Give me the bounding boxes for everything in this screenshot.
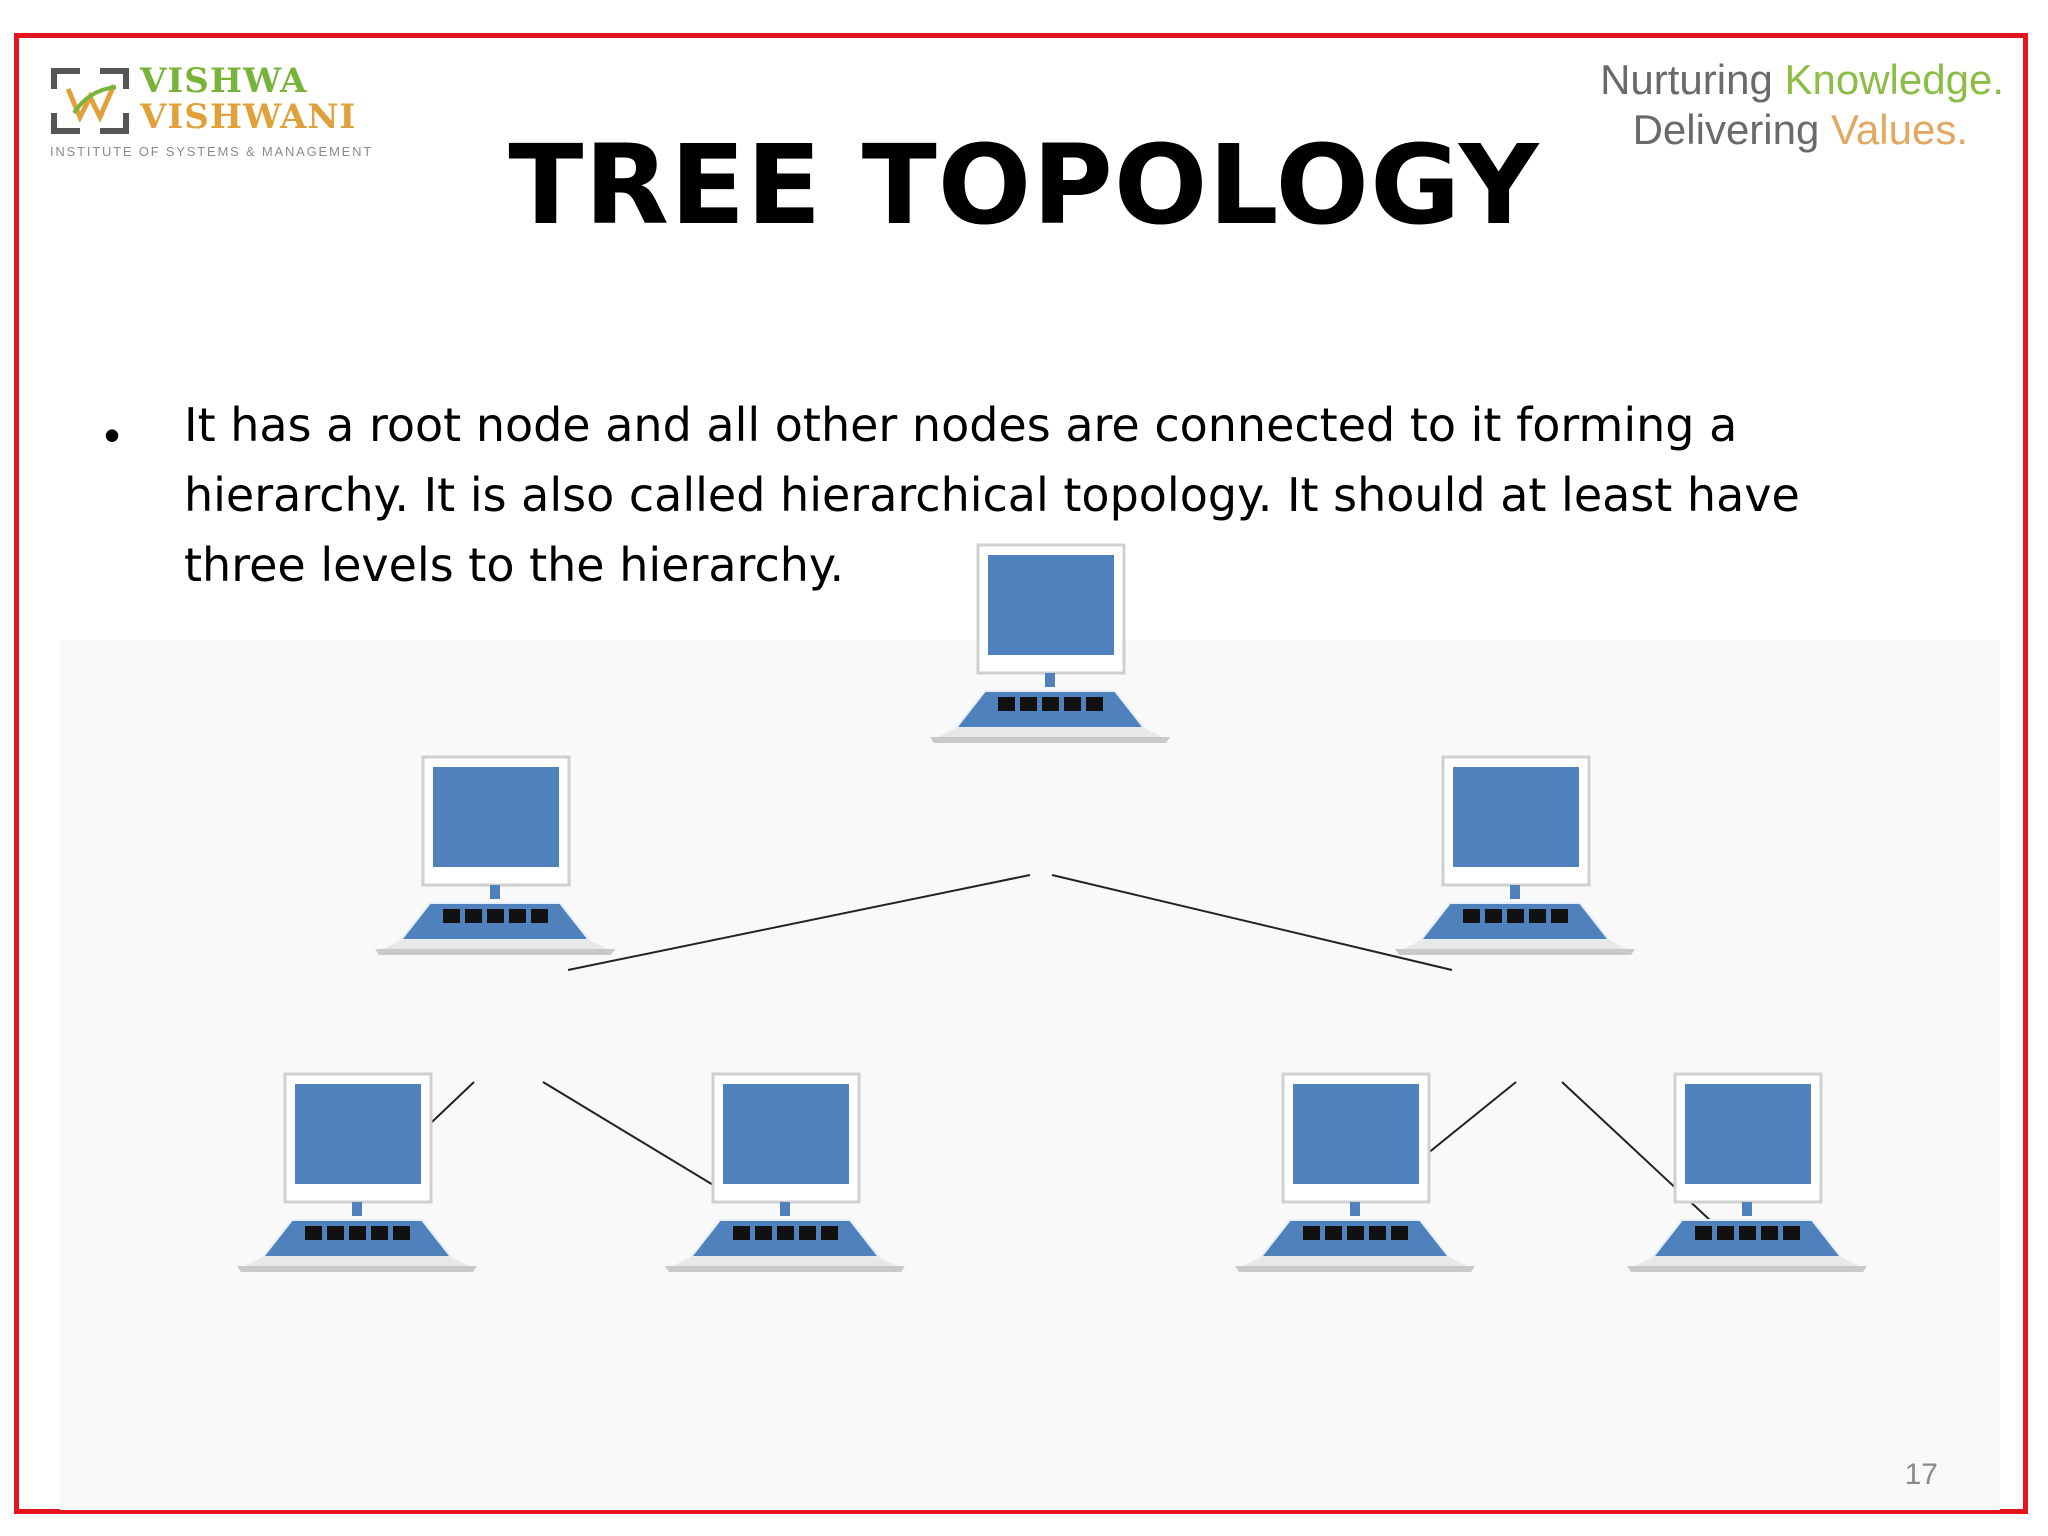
- port-icon: [1717, 1226, 1734, 1240]
- port-icon: [1347, 1226, 1364, 1240]
- monitor-screen: [433, 767, 559, 867]
- computer-node-leaf-4: [1627, 1072, 1867, 1272]
- base-rim: [1243, 1257, 1467, 1266]
- base-rim: [1403, 940, 1627, 949]
- port-icon: [1783, 1226, 1800, 1240]
- base-shadow: [665, 1266, 905, 1272]
- port-icon: [1551, 909, 1568, 923]
- computer-node-right-hub: [1395, 755, 1635, 955]
- base-rim: [245, 1257, 469, 1266]
- monitor-neck: [1510, 885, 1520, 899]
- logo-text-line2: VISHWANI: [140, 97, 357, 137]
- computer-node-leaf-1: [237, 1072, 477, 1272]
- port-icon: [821, 1226, 838, 1240]
- institute-logo: VISHWA VISHWANI INSTITUTE OF SYSTEMS & M…: [50, 61, 374, 159]
- port-icon: [509, 909, 526, 923]
- port-icon: [393, 1226, 410, 1240]
- port-icon: [443, 909, 460, 923]
- port-icon: [998, 697, 1015, 711]
- tagline-line1: Nurturing Knowledge.: [1600, 55, 2004, 105]
- port-icon: [327, 1226, 344, 1240]
- tagline-line2: Delivering Values.: [1600, 105, 1968, 155]
- port-icon: [1739, 1226, 1756, 1240]
- logo-text-line1: VISHWA: [140, 61, 308, 101]
- tagline-delivering: Delivering: [1632, 106, 1820, 153]
- port-icon: [1391, 1226, 1408, 1240]
- port-icon: [305, 1226, 322, 1240]
- tagline-nurturing: Nurturing: [1600, 56, 1773, 103]
- link-root-to-right-hub: [1051, 874, 1453, 971]
- base-shadow: [1395, 949, 1635, 955]
- port-icon: [1507, 909, 1524, 923]
- computer-node-leaf-2: [665, 1072, 905, 1272]
- port-icon: [1325, 1226, 1342, 1240]
- monitor-screen: [295, 1084, 421, 1184]
- slide-title: TREE TOPOLOGY: [508, 121, 1540, 249]
- port-icon: [777, 1226, 794, 1240]
- monitor-neck: [1350, 1202, 1360, 1216]
- monitor-neck: [352, 1202, 362, 1216]
- port-icon: [465, 909, 482, 923]
- base-rim: [938, 728, 1162, 737]
- port-icon: [1695, 1226, 1712, 1240]
- port-icon: [1369, 1226, 1386, 1240]
- base-shadow: [930, 737, 1170, 743]
- monitor-screen: [988, 555, 1114, 655]
- monitor-screen: [1293, 1084, 1419, 1184]
- monitor-neck: [780, 1202, 790, 1216]
- port-icon: [349, 1226, 366, 1240]
- port-icon: [531, 909, 548, 923]
- monitor-screen: [723, 1084, 849, 1184]
- port-icon: [371, 1226, 388, 1240]
- base-shadow: [375, 949, 615, 955]
- base-rim: [673, 1257, 897, 1266]
- port-icon: [1020, 697, 1037, 711]
- port-icon: [1761, 1226, 1778, 1240]
- port-icon: [1485, 909, 1502, 923]
- monitor-screen: [1453, 767, 1579, 867]
- page-number: 17: [1904, 1458, 1938, 1491]
- computer-node-left-hub: [375, 755, 615, 955]
- monitor-neck: [490, 885, 500, 899]
- port-icon: [1463, 909, 1480, 923]
- port-icon: [487, 909, 504, 923]
- tagline-values: Values.: [1831, 106, 1968, 153]
- port-icon: [1303, 1226, 1320, 1240]
- tagline-knowledge: Knowledge.: [1784, 56, 2005, 103]
- base-rim: [1635, 1257, 1859, 1266]
- port-icon: [733, 1226, 750, 1240]
- monitor-neck: [1045, 673, 1055, 687]
- port-icon: [1064, 697, 1081, 711]
- base-rim: [383, 940, 607, 949]
- computer-node-root: [930, 543, 1170, 743]
- diagram-nodes: [237, 543, 1867, 1272]
- link-left-hub-to-leaf-2: [542, 1081, 739, 1201]
- logo-mark-icon: [51, 68, 129, 134]
- base-shadow: [237, 1266, 477, 1272]
- logo-subtitle: INSTITUTE OF SYSTEMS & MANAGEMENT: [50, 144, 374, 159]
- port-icon: [799, 1226, 816, 1240]
- bullet-text: It has a root node and all other nodes a…: [184, 398, 1800, 592]
- port-icon: [1086, 697, 1103, 711]
- port-icon: [1042, 697, 1059, 711]
- port-icon: [755, 1226, 772, 1240]
- bullet-marker: •: [104, 409, 121, 461]
- tagline: Nurturing Knowledge. Delivering Values.: [1600, 55, 2004, 155]
- base-shadow: [1627, 1266, 1867, 1272]
- link-root-to-left-hub: [567, 874, 1031, 971]
- port-icon: [1529, 909, 1546, 923]
- monitor-screen: [1685, 1084, 1811, 1184]
- computer-node-leaf-3: [1235, 1072, 1475, 1272]
- monitor-neck: [1742, 1202, 1752, 1216]
- base-shadow: [1235, 1266, 1475, 1272]
